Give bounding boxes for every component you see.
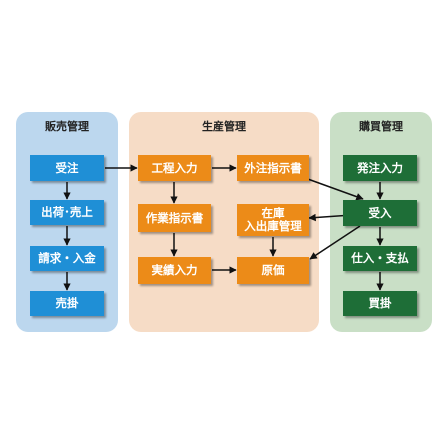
sales-panel-title: 販売管理 xyxy=(45,120,89,133)
cost-box: 原価 xyxy=(237,257,309,284)
order-input-box: 発注入力 xyxy=(343,155,417,181)
work-instruction-box: 作業指示書 xyxy=(138,204,211,232)
arrow-receiving-to-cost xyxy=(309,225,361,260)
shipping-sales-box: 出荷･売上 xyxy=(30,200,104,225)
order-received-box: 受注 xyxy=(30,155,104,181)
payables-box: 買掛 xyxy=(343,291,417,316)
arrow-outsourcing-to-receiving xyxy=(304,177,364,201)
receivables-box: 売掛 xyxy=(30,291,104,316)
outsourcing-instruction-box: 外注指示書 xyxy=(237,155,309,181)
billing-payment-box: 請求・入金 xyxy=(30,246,104,271)
actual-input-box: 実績入力 xyxy=(138,257,211,284)
inventory-box: 在庫 入出庫管理 xyxy=(237,204,309,236)
receiving-box: 受入 xyxy=(343,200,417,226)
purchase-panel-title: 購買管理 xyxy=(359,120,403,133)
production-panel-title: 生産管理 xyxy=(202,120,246,133)
purchase-payment-box: 仕入・支払 xyxy=(343,246,417,271)
process-input-box: 工程入力 xyxy=(138,155,211,181)
